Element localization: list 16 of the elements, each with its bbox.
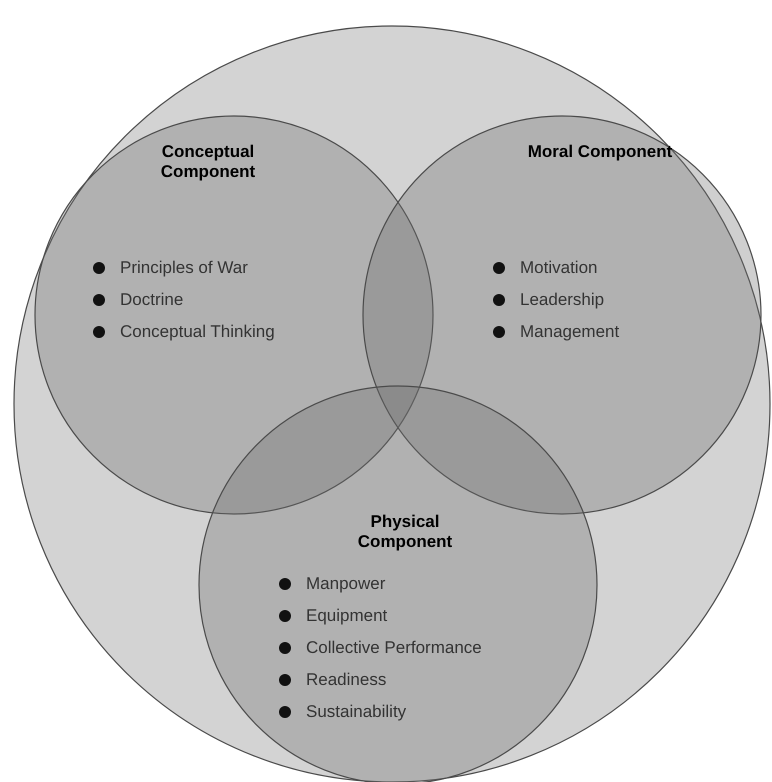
component-heading: Moral Component [526, 142, 674, 162]
list-item: Sustainability [306, 701, 406, 724]
list-item: Conceptual Thinking [120, 321, 275, 344]
venn-circle [13, 25, 771, 782]
list-item: Leadership [520, 289, 604, 312]
list-item: Collective Performance [306, 637, 482, 660]
component-heading: Physical Component [356, 512, 454, 552]
list-item: Readiness [306, 669, 386, 692]
list-item: Manpower [306, 573, 386, 596]
list-item: Equipment [306, 605, 388, 628]
component-heading: Conceptual Component [160, 142, 256, 182]
list-item: Motivation [520, 257, 598, 280]
list-item: Doctrine [120, 289, 184, 312]
list-item: Management [520, 321, 620, 344]
list-item: Principles of War [120, 257, 248, 280]
venn-circle [362, 115, 762, 515]
